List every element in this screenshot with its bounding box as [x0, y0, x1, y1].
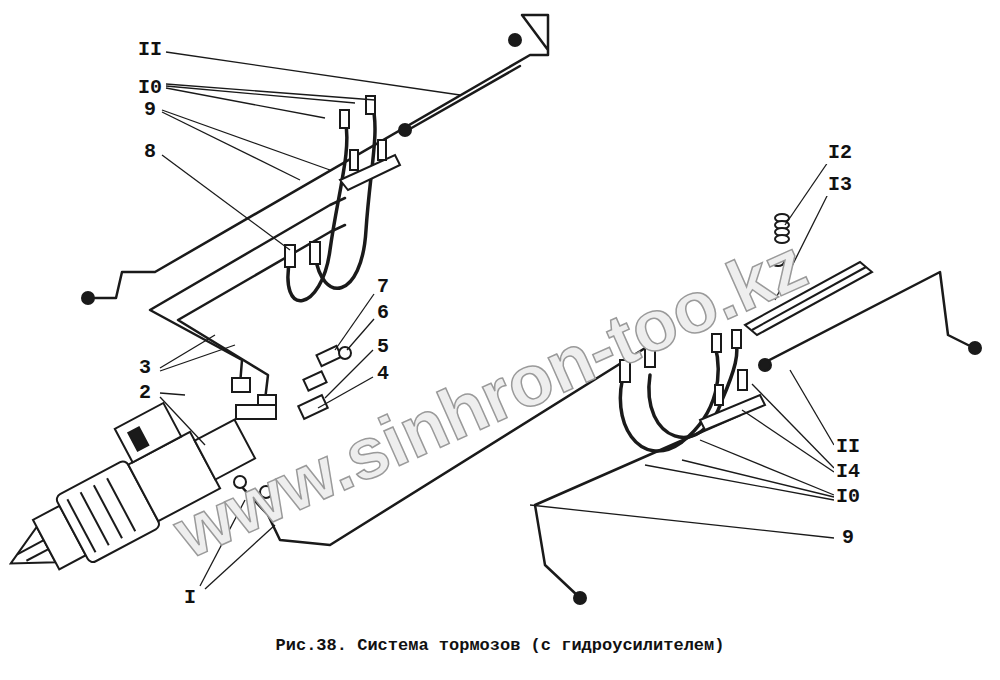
figure-caption: Рис.38. Система тормозов (с гидроусилите…: [276, 636, 725, 655]
callout-number: I2: [826, 142, 854, 164]
callout-number: I: [182, 587, 198, 609]
callout-number: 4: [375, 363, 391, 385]
callout-number: 7: [375, 276, 391, 298]
callout-number: II: [834, 436, 862, 458]
callout-number: 6: [375, 302, 391, 324]
callout-number: 3: [137, 357, 153, 379]
callout-number: 9: [142, 99, 158, 121]
callout-number: 8: [142, 141, 158, 163]
callout-number: 5: [375, 336, 391, 358]
callout-number: 9: [840, 527, 856, 549]
callout-number: 2: [137, 382, 153, 404]
callout-number: I4: [834, 461, 862, 483]
callout-number: II: [136, 39, 164, 61]
callout-number: I3: [826, 174, 854, 196]
callout-number: I0: [834, 486, 862, 508]
callout-number: I0: [136, 77, 164, 99]
